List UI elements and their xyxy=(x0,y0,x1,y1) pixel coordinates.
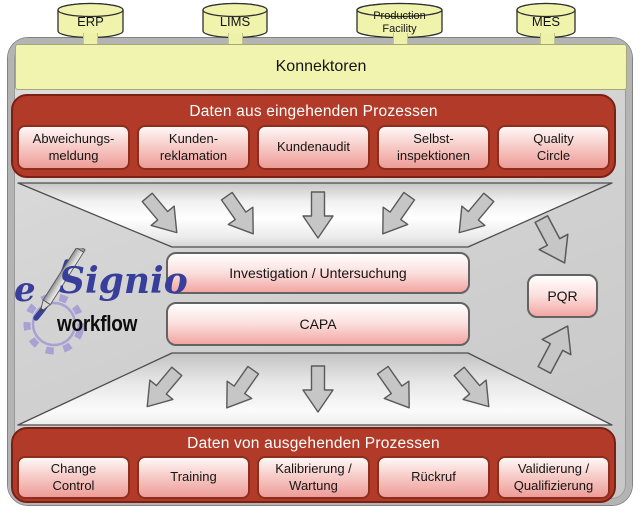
database-cylinder-icon xyxy=(356,2,443,39)
incoming-item-quality-circle: Quality Circle xyxy=(497,125,610,170)
database-cylinder-production-facility: Production Facility xyxy=(356,2,443,39)
incoming-item-selbstinspektionen: Selbst- inspektionen xyxy=(377,125,490,170)
gear-icon xyxy=(23,293,85,355)
database-cylinder-icon xyxy=(57,2,124,39)
incoming-band-title: Daten aus eingehenden Prozessen xyxy=(189,103,438,120)
database-cylinder-lims: LIMS xyxy=(202,2,268,39)
pqr-outflow-arrow-icon xyxy=(529,317,583,379)
investigation-box: Investigation / Untersuchung xyxy=(166,252,470,294)
incoming-processes-band: Daten aus eingehenden Prozessen Abweichu… xyxy=(11,94,616,178)
database-cylinder-erp: ERP xyxy=(57,2,124,39)
incoming-item-kundenreklamation: Kunden- reklamation xyxy=(137,125,250,170)
konnektoren-label: Konnektoren xyxy=(275,58,367,75)
pqr-inflow-arrow-icon xyxy=(526,210,580,272)
pqr-box: PQR xyxy=(527,274,598,318)
outgoing-item-change-control: Change Control xyxy=(17,456,130,499)
exsignio-logo: e Signio workflow xyxy=(12,248,188,363)
incoming-item-kundenaudit: Kundenaudit xyxy=(257,125,370,170)
outgoing-processes-band: Daten von ausgehenden Prozessen Change C… xyxy=(11,427,616,503)
outgoing-item-training: Training xyxy=(137,456,250,499)
system-label-lims: LIMS xyxy=(219,14,251,30)
outgoing-item-rueckruf: Rückruf xyxy=(377,456,490,499)
logo-graphics xyxy=(23,248,86,355)
outgoing-band-title: Daten von ausgehenden Prozessen xyxy=(187,435,440,452)
logo-brand-suffix: Signio xyxy=(59,260,188,302)
pqr-label: PQR xyxy=(547,288,578,304)
capa-box: CAPA xyxy=(166,302,470,346)
outgoing-item-validierung-qualifizierung: Validierung / Qualifizierung xyxy=(497,456,610,499)
database-cylinder-icon xyxy=(202,2,268,39)
flow-funnel-layer xyxy=(17,182,613,426)
incoming-item-abweichungsmeldung: Abweichungs- meldung xyxy=(17,125,130,170)
capa-label: CAPA xyxy=(299,316,337,332)
konnektoren-bar: Konnektoren xyxy=(15,44,627,90)
database-cylinder-icon xyxy=(516,2,576,39)
system-label-mes: MES xyxy=(531,14,561,30)
outgoing-item-kalibrierung-wartung: Kalibrierung / Wartung xyxy=(257,456,370,499)
logo-subtitle: workflow xyxy=(57,312,138,337)
logo-brand-prefix: e xyxy=(14,270,36,310)
system-label-production-facility: Production Facility xyxy=(373,10,426,35)
pen-icon xyxy=(39,248,86,314)
investigation-label: Investigation / Untersuchung xyxy=(229,265,407,281)
system-label-erp: ERP xyxy=(77,14,104,30)
database-cylinder-mes: MES xyxy=(516,2,576,39)
